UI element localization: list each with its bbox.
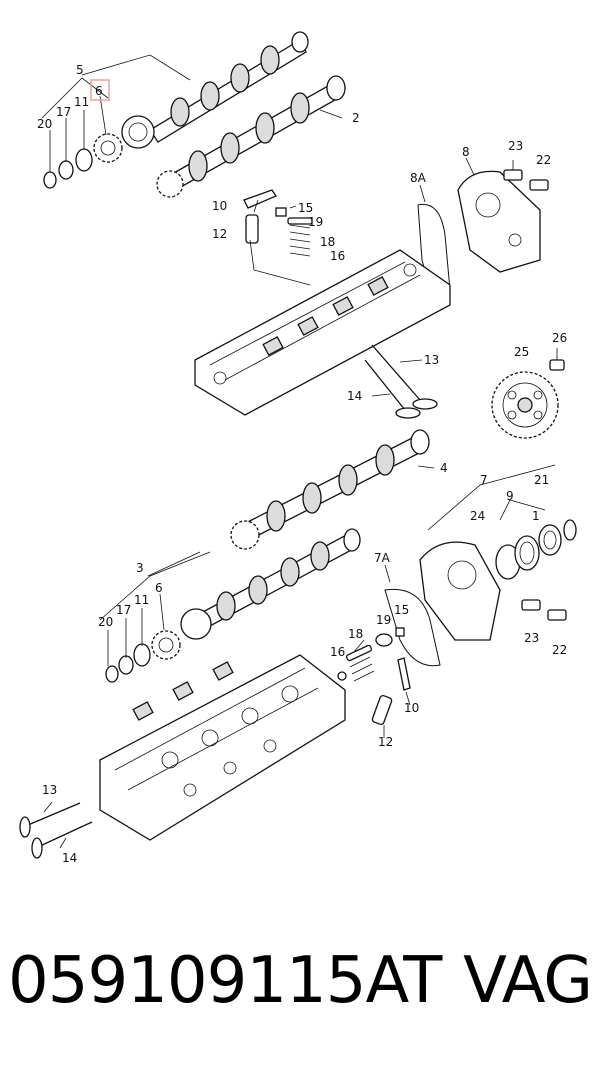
label-17-upper: 17 [56, 105, 71, 119]
bolt-23-lower [521, 599, 541, 611]
label-18-upper: 18 [320, 235, 335, 249]
caption: 059109115AT VAG [8, 944, 593, 1044]
bolt-22-upper [529, 179, 549, 191]
label-13-lower: 13 [42, 783, 57, 797]
label-11-lower: 11 [134, 593, 149, 607]
label-4: 4 [440, 461, 448, 475]
sprocket-25 [491, 371, 559, 439]
label-8a: 8A [410, 171, 427, 185]
label-16-lower: 16 [330, 645, 345, 659]
label-22-upper: 22 [536, 153, 551, 167]
seal-1 [538, 524, 562, 556]
keeper-15-lower [395, 627, 405, 637]
gasket-7a [384, 588, 441, 667]
camshaft-lower-left [180, 528, 361, 640]
valve-13-lower [19, 802, 81, 838]
label-15-lower: 15 [394, 603, 409, 617]
label-24: 24 [470, 509, 485, 523]
cylinder-head-upper [194, 249, 451, 416]
keeper-15-19-upper [275, 207, 287, 217]
lifter-12-upper [245, 214, 259, 244]
cylinder-head-lower [99, 654, 346, 841]
brand-name: VAG [463, 944, 593, 1018]
bolt-22-lower [547, 609, 567, 621]
label-17-lower: 17 [116, 603, 131, 617]
washer-lower [105, 643, 151, 683]
label-9: 9 [506, 489, 514, 503]
cam-cover-7 [419, 541, 501, 641]
camshaft-2 [156, 75, 346, 198]
part-labels: 5 6 20 17 11 2 8 23 22 8A 10 15 19 12 18… [37, 63, 567, 865]
rocker-10-lower [397, 657, 411, 691]
bolt-26 [549, 348, 565, 371]
label-20-upper: 20 [37, 117, 52, 131]
label-6-lower: 6 [155, 581, 163, 595]
spring-18-lower [345, 644, 375, 682]
label-14-upper: 14 [347, 389, 362, 403]
label-8: 8 [462, 145, 470, 159]
label-22-lower: 22 [552, 643, 567, 657]
bolt-23-upper [503, 160, 523, 181]
label-10-lower: 10 [404, 701, 419, 715]
camshaft-4 [230, 429, 430, 550]
label-25: 25 [514, 345, 529, 359]
leader-lines [41, 54, 556, 849]
label-15-upper: 15 [298, 201, 313, 215]
label-19-lower: 19 [376, 613, 391, 627]
exploded-parts-diagram: 5 6 20 17 11 2 8 23 22 8A 10 15 19 12 18… [19, 31, 577, 865]
seal-16-lower [337, 671, 347, 681]
label-12-lower: 12 [378, 735, 393, 749]
part-number: 059109115AT [8, 944, 442, 1018]
rocker-10-upper [243, 189, 277, 209]
label-21: 21 [534, 473, 549, 487]
label-7a: 7A [374, 551, 391, 565]
lifter-12-lower [371, 694, 393, 726]
camshaft-upper-left [121, 31, 309, 149]
label-18-lower: 18 [348, 627, 363, 641]
label-1: 1 [532, 509, 540, 523]
label-7: 7 [480, 473, 488, 487]
label-20-lower: 20 [98, 615, 113, 629]
label-13-upper: 13 [424, 353, 439, 367]
highlight-box-part-6 [90, 79, 110, 101]
label-10-upper: 10 [212, 199, 227, 213]
label-11-upper: 11 [74, 95, 89, 109]
label-2: 2 [352, 111, 360, 125]
label-23-lower: 23 [524, 631, 539, 645]
cam-cover-8 [457, 170, 541, 273]
label-16-upper: 16 [330, 249, 345, 263]
valve-14-upper [364, 359, 421, 419]
label-14-lower: 14 [62, 851, 77, 865]
valve-13-upper [371, 344, 438, 410]
label-23-upper: 23 [508, 139, 523, 153]
label-3: 3 [136, 561, 144, 575]
label-12-upper: 12 [212, 227, 227, 241]
retainer-19-lower [375, 633, 393, 647]
seal-9 [514, 535, 540, 571]
label-26: 26 [552, 331, 567, 345]
camshaft-sprocket-upper [93, 133, 123, 163]
label-6-upper: 6 [95, 84, 103, 98]
spring-18-upper [287, 217, 313, 257]
valve-14-lower [31, 821, 93, 859]
label-19-upper: 19 [308, 215, 323, 229]
label-5-upper: 5 [76, 63, 84, 77]
ring-21 [563, 519, 577, 541]
camshaft-sprocket-lower [151, 630, 181, 660]
washer-upper [43, 148, 93, 189]
